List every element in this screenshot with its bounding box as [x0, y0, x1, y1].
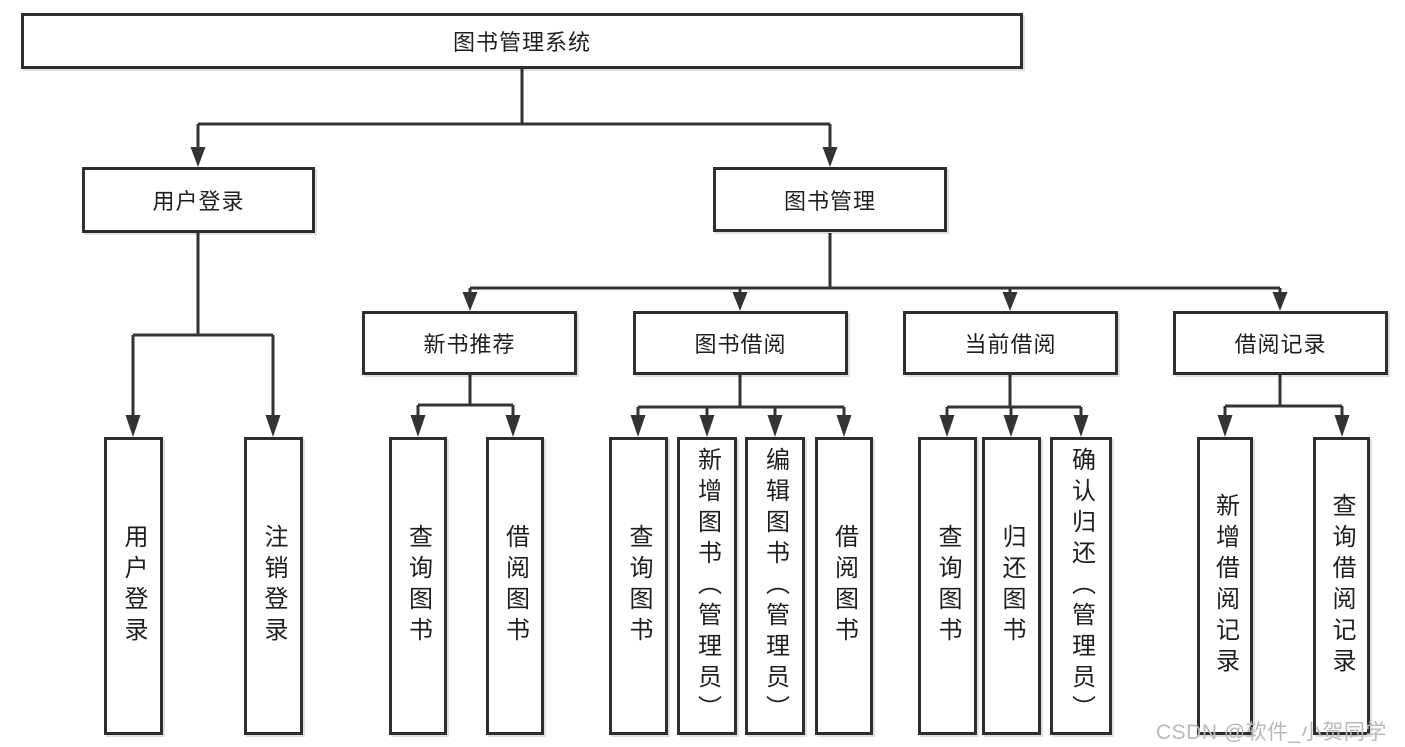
node-leaf-return-book: 归还图书	[982, 437, 1041, 735]
leaf-label: 查询图书	[625, 524, 652, 648]
node-leaf-borrow-book-rec: 借阅图书	[486, 437, 544, 735]
leaf-label: 查询借阅记录	[1328, 493, 1355, 679]
edge-current-borrow-to-leaves	[939, 375, 1089, 437]
node-new-book-rec: 新书推荐	[362, 311, 577, 375]
node-user-login-label: 用户登录	[152, 189, 245, 214]
leaf-label: 查询图书	[934, 524, 961, 648]
node-leaf-add-book: 新增图书（管理员）	[677, 437, 737, 735]
leaf-label: 借阅图书	[501, 524, 529, 648]
node-current-borrow: 当前借阅	[903, 311, 1118, 375]
arrowhead	[630, 415, 646, 437]
arrowhead	[1073, 415, 1089, 437]
leaf-label: 确认归还（管理员）	[1067, 446, 1095, 726]
node-leaf-query-book-borrow: 查询图书	[609, 437, 668, 735]
leaf-label: 新增借阅记录	[1211, 493, 1239, 679]
node-new-book-rec-label: 新书推荐	[423, 332, 516, 357]
edge-user-login-to-leaves	[125, 233, 281, 437]
edge-book-mgmt-to-level3	[462, 233, 1288, 311]
node-user-login: 用户登录	[82, 167, 315, 233]
arrowhead	[1272, 292, 1288, 311]
edge-book-borrow-to-leaves	[630, 375, 852, 437]
arrowhead	[125, 415, 141, 437]
node-borrow-records: 借阅记录	[1173, 311, 1388, 375]
node-leaf-user-login: 用户登录	[104, 437, 163, 735]
leaf-label: 归还图书	[998, 524, 1025, 648]
arrowhead	[1002, 292, 1018, 311]
node-leaf-edit-book: 编辑图书（管理员）	[745, 437, 805, 735]
node-root-label: 图书管理系统	[452, 30, 591, 55]
leaf-label: 查询图书	[404, 524, 432, 648]
node-book-borrow: 图书借阅	[633, 311, 848, 375]
node-leaf-query-book-current: 查询图书	[918, 437, 977, 735]
arrowhead	[822, 147, 838, 167]
arrowhead	[699, 415, 715, 437]
leaf-label: 注销登录	[260, 524, 287, 648]
arrowhead	[1003, 415, 1019, 437]
node-root: 图书管理系统	[21, 13, 1023, 69]
leaf-label: 用户登录	[120, 524, 147, 648]
csdn-watermark: CSDN @软件_小贺同学	[1156, 721, 1387, 744]
edge-new-book-rec-to-leaves	[410, 375, 521, 437]
arrowhead	[939, 415, 955, 437]
node-leaf-borrow-book: 借阅图书	[815, 437, 873, 735]
arrowhead	[1334, 415, 1350, 437]
arrowhead	[410, 415, 426, 437]
node-leaf-logout: 注销登录	[244, 437, 303, 735]
node-borrow-records-label: 借阅记录	[1234, 332, 1327, 357]
node-leaf-add-borrow-record: 新增借阅记录	[1197, 437, 1253, 735]
arrowhead	[462, 292, 478, 311]
node-book-mgmt: 图书管理	[713, 167, 947, 232]
leaf-label: 新增图书（管理员）	[693, 446, 721, 726]
edge-borrow-records-to-leaves	[1217, 375, 1350, 437]
arrowhead	[1217, 415, 1233, 437]
arrowhead	[836, 415, 852, 437]
edge-root-to-level2	[190, 69, 838, 167]
leaf-label: 借阅图书	[830, 524, 858, 648]
arrowhead	[265, 415, 281, 437]
node-book-mgmt-label: 图书管理	[783, 188, 876, 214]
arrowhead	[767, 415, 783, 437]
node-leaf-query-borrow-record: 查询借阅记录	[1313, 437, 1370, 735]
arrowhead	[732, 292, 748, 311]
node-book-borrow-label: 图书借阅	[694, 332, 787, 357]
node-leaf-query-book-rec: 查询图书	[389, 437, 447, 735]
node-leaf-confirm-return: 确认归还（管理员）	[1050, 437, 1112, 735]
node-current-borrow-label: 当前借阅	[964, 332, 1057, 357]
arrowhead	[505, 415, 521, 437]
leaf-label: 编辑图书（管理员）	[761, 446, 789, 726]
arrowhead	[190, 147, 206, 167]
